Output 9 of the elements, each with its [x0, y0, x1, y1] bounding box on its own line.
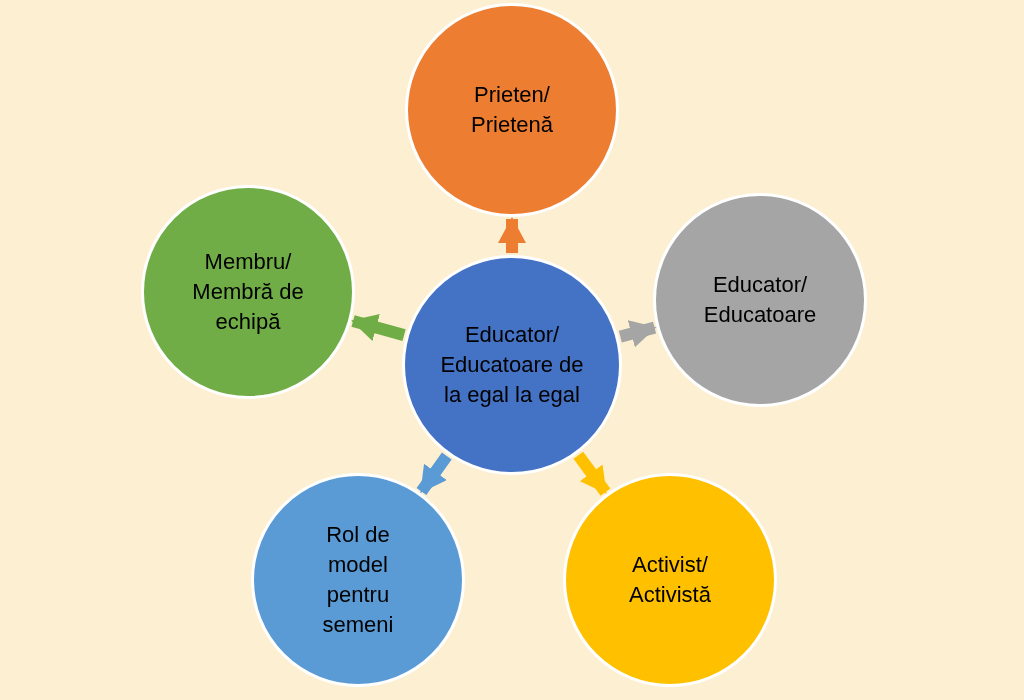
block-arrow [498, 217, 526, 253]
block-arrow [573, 451, 611, 496]
node-label: Educator/ Educatoare de la egal la egal [439, 321, 585, 409]
block-arrow [416, 452, 452, 495]
node-label: Activist/ Activistă [628, 551, 712, 609]
node-label: Rol de model pentru semeni [321, 521, 395, 639]
node-label: Membru/ Membră de echipă [191, 248, 305, 336]
node-label: Prieten/ Prietenă [470, 81, 554, 139]
node-label: Educator/ Educatoare [702, 271, 818, 329]
